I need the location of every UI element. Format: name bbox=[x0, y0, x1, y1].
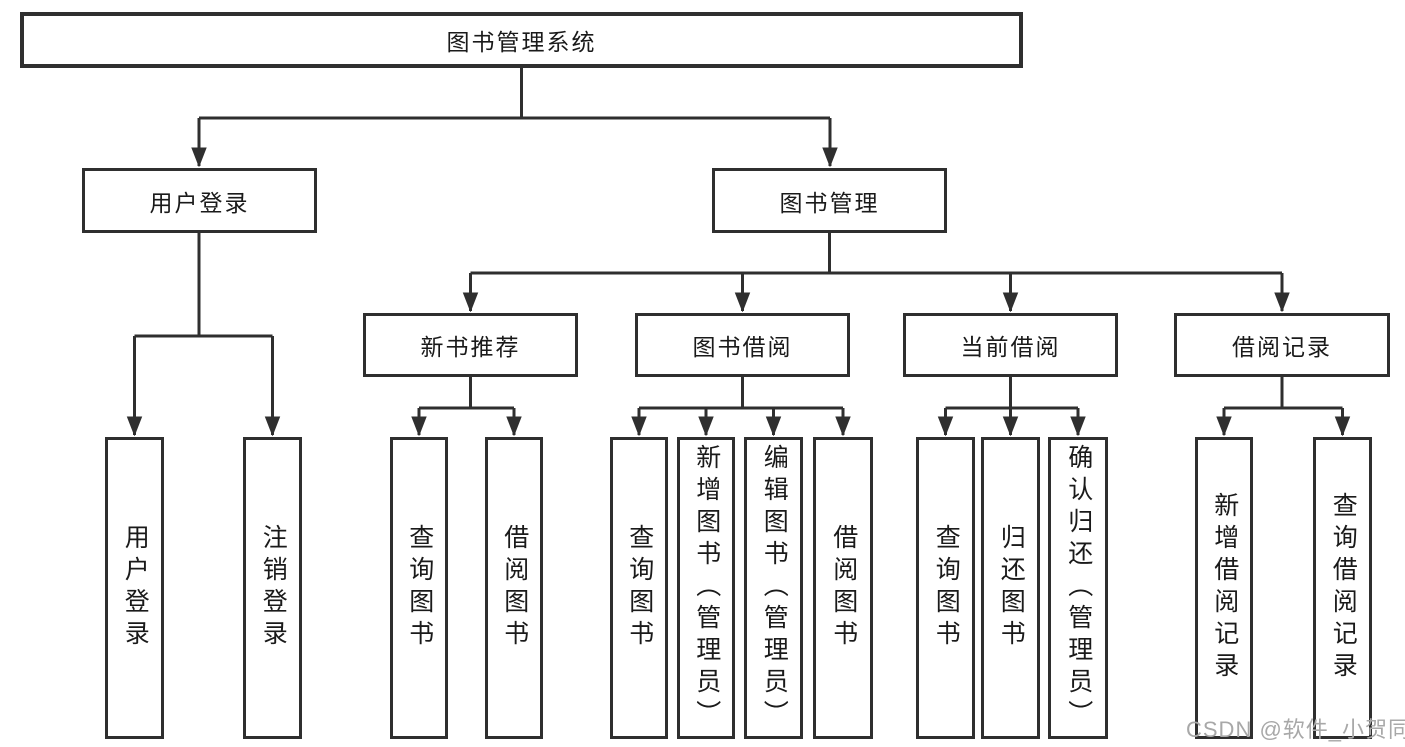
connector-new-book-recommend bbox=[419, 377, 514, 435]
leaf-edit-books-admin: 编辑图书（管理员） bbox=[744, 437, 803, 739]
node-label: 当前借阅 bbox=[960, 334, 1061, 360]
node-book-borrowing: 图书借阅 bbox=[635, 313, 850, 377]
node-label: 新增图书（管理员） bbox=[692, 444, 721, 732]
leaf-query-borrow-record: 查询借阅记录 bbox=[1313, 437, 1372, 739]
leaf-add-borrow-record: 新增借阅记录 bbox=[1195, 437, 1253, 739]
node-current-borrowing: 当前借阅 bbox=[903, 313, 1118, 377]
connector-user-login bbox=[135, 233, 273, 435]
node-label: 查询图书 bbox=[625, 524, 654, 652]
connector-root bbox=[199, 68, 830, 166]
node-label: 编辑图书（管理员） bbox=[760, 444, 789, 732]
node-new-book-recommend: 新书推荐 bbox=[363, 313, 578, 377]
node-label: 归还图书 bbox=[997, 524, 1026, 652]
node-label: 查询借阅记录 bbox=[1329, 492, 1358, 684]
leaf-borrow-books-borrowing: 借阅图书 bbox=[813, 437, 873, 739]
connector-borrowing-records bbox=[1224, 377, 1343, 435]
leaf-add-books-admin: 新增图书（管理员） bbox=[677, 437, 735, 739]
node-label: 图书借阅 bbox=[692, 334, 793, 360]
connector-current-borrowing bbox=[946, 377, 1079, 435]
node-label: 新书推荐 bbox=[420, 334, 521, 360]
node-label: 查询图书 bbox=[932, 524, 961, 652]
leaf-query-books-current: 查询图书 bbox=[916, 437, 975, 739]
node-label: 借阅图书 bbox=[500, 524, 529, 652]
leaf-logout-login: 注销登录 bbox=[243, 437, 302, 739]
leaf-return-books: 归还图书 bbox=[981, 437, 1040, 739]
node-label: 借阅记录 bbox=[1232, 334, 1332, 360]
leaf-query-books-recommend: 查询图书 bbox=[390, 437, 448, 739]
leaf-user-login: 用户登录 bbox=[105, 437, 164, 739]
node-user-login-branch: 用户登录 bbox=[82, 168, 317, 233]
node-library-management-system: 图书管理系统 bbox=[20, 12, 1023, 68]
leaf-confirm-return-admin: 确认归还（管理员） bbox=[1048, 437, 1108, 739]
node-label: 借阅图书 bbox=[829, 524, 858, 652]
node-borrowing-records: 借阅记录 bbox=[1174, 313, 1390, 377]
csdn-watermark: CSDN @软件_小贺同学 bbox=[1186, 717, 1405, 742]
node-label: 新增借阅记录 bbox=[1210, 492, 1239, 684]
connector-book-borrowing bbox=[639, 377, 843, 435]
leaf-query-books-borrowing: 查询图书 bbox=[610, 437, 668, 739]
node-book-management: 图书管理 bbox=[712, 168, 947, 233]
node-label: 用户登录 bbox=[149, 189, 250, 216]
node-label: 图书管理系统 bbox=[446, 29, 597, 55]
node-label: 注销登录 bbox=[259, 524, 288, 652]
connector-book-management bbox=[471, 233, 1283, 311]
node-label: 确认归还（管理员） bbox=[1064, 444, 1093, 732]
node-label: 图书管理 bbox=[779, 189, 880, 216]
node-label: 用户登录 bbox=[121, 524, 150, 652]
leaf-borrow-books-recommend: 借阅图书 bbox=[485, 437, 543, 739]
node-label: 查询图书 bbox=[405, 524, 434, 652]
